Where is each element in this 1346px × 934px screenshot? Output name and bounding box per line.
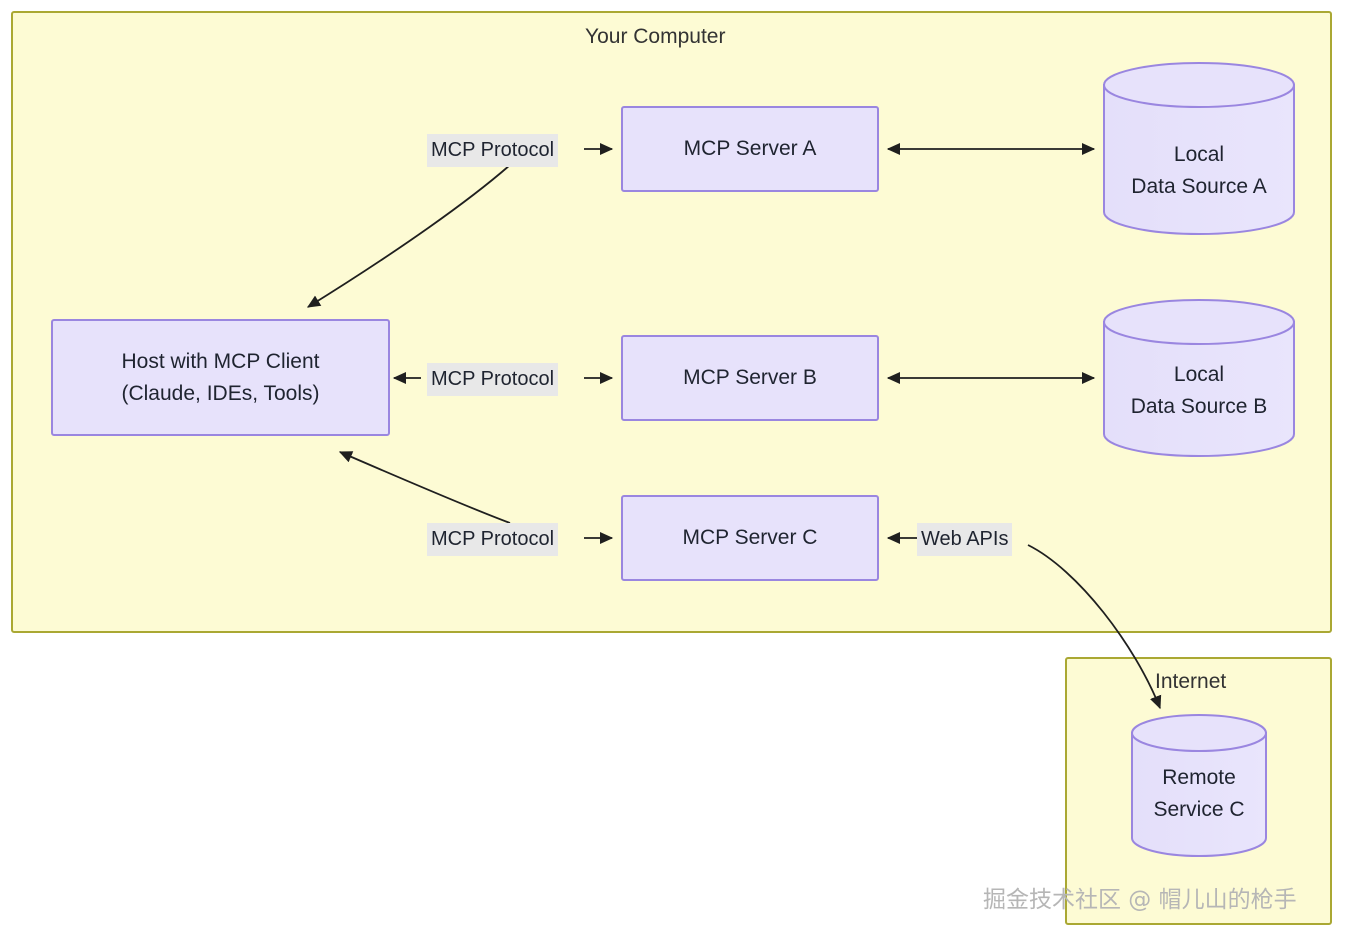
node-host[interactable]	[51, 319, 390, 436]
edge-label-mcp-protocol-a: MCP Protocol	[427, 134, 559, 167]
edge-label-web-apis: Web APIs	[917, 523, 1013, 556]
edge-label-mcp-protocol-c: MCP Protocol	[427, 523, 559, 556]
node-server-b[interactable]	[621, 335, 879, 421]
node-server-a[interactable]	[621, 106, 879, 192]
edge-label-mcp-protocol-b: MCP Protocol	[427, 363, 559, 396]
node-server-c[interactable]	[621, 495, 879, 581]
edge-server-c-to-host	[338, 451, 511, 524]
node-remote-c[interactable]	[1131, 714, 1267, 857]
cluster-your-computer	[11, 11, 1332, 633]
edge-server-a-to-host	[306, 164, 511, 308]
cluster-title-your-computer: Your Computer	[585, 25, 726, 48]
edge-web-apis-to-remote-c	[1027, 544, 1162, 710]
cluster-title-internet: Internet	[1155, 670, 1227, 693]
watermark-text: 掘金技术社区 @ 帽儿山的枪手	[983, 887, 1297, 913]
node-data-a[interactable]	[1103, 62, 1295, 235]
node-data-b[interactable]	[1103, 299, 1295, 457]
